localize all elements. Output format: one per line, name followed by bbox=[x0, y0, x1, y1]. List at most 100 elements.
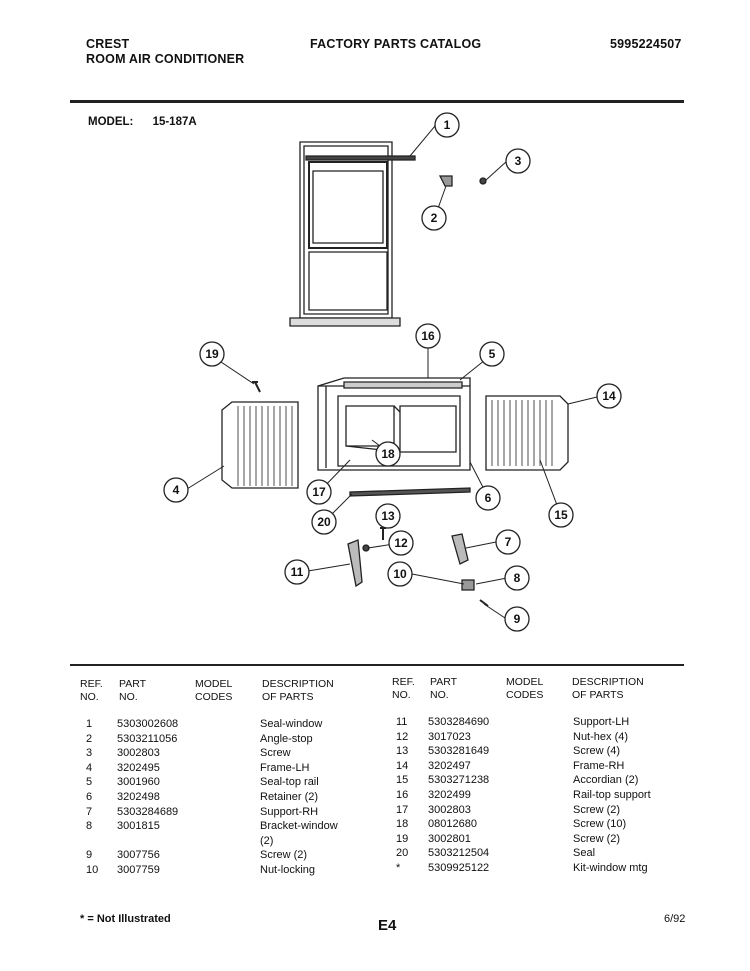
cabinet-illustration bbox=[317, 377, 471, 471]
description-column: Seal-window Angle-stop Screw Frame-LH Se… bbox=[260, 717, 338, 878]
callout-20 bbox=[311, 509, 337, 535]
callout-label: 6 bbox=[485, 491, 492, 505]
table-cell bbox=[86, 834, 106, 849]
callout-17 bbox=[306, 479, 332, 505]
table-cell: 2 bbox=[86, 732, 93, 745]
table-cell: Bracket-window bbox=[260, 820, 338, 833]
table-cell: 13 bbox=[396, 745, 409, 758]
table-cell: 14 bbox=[396, 759, 409, 772]
table-cell: 19 bbox=[396, 832, 409, 845]
callout-3 bbox=[505, 148, 531, 174]
table-cell: Support-LH bbox=[573, 716, 630, 728]
table-cell: Frame-LH bbox=[260, 761, 310, 774]
table-cell: 3 bbox=[86, 747, 93, 760]
callout-12 bbox=[388, 530, 414, 556]
callout-label: 12 bbox=[394, 536, 408, 550]
table-cell: Seal-top rail bbox=[260, 776, 319, 789]
description-column: Support-LH Nut-hex (4) Screw (4) Frame-R… bbox=[573, 715, 651, 876]
callout-16 bbox=[415, 323, 441, 349]
table-cell: 3202498 bbox=[117, 790, 160, 803]
table-cell: 15 bbox=[396, 774, 409, 787]
header-brand-block: CREST ROOM AIR CONDITIONER bbox=[86, 37, 244, 67]
table-cell: 17 bbox=[396, 803, 409, 816]
table-cell: Support-RH bbox=[260, 805, 319, 818]
callout-label: 7 bbox=[505, 535, 512, 549]
callout-label: 4 bbox=[173, 483, 180, 497]
table-cell: (2) bbox=[260, 834, 274, 847]
callout-label: 8 bbox=[514, 571, 521, 585]
model-label: MODEL: bbox=[88, 116, 134, 128]
table-cell: 1 bbox=[86, 718, 93, 730]
table-cell: Seal bbox=[573, 847, 596, 860]
callout-19 bbox=[199, 341, 225, 367]
callout-label: 16 bbox=[421, 329, 435, 343]
table-cell: 5303284690 bbox=[428, 716, 490, 728]
table-cell: 10 bbox=[86, 863, 99, 876]
header-divider bbox=[70, 100, 684, 103]
callout-9 bbox=[504, 606, 530, 632]
model-number: 15-187A bbox=[152, 116, 197, 128]
table-cell: 5303284689 bbox=[117, 805, 179, 818]
exploded-parts-diagram: 1 2 3 4 5 6 7 8 9 10 11 12 13 14 15 16 1… bbox=[163, 112, 622, 632]
callout-1 bbox=[434, 112, 460, 138]
table-cell: 3202495 bbox=[117, 761, 160, 774]
table-cell: 5303271238 bbox=[428, 774, 490, 787]
table-cell: 11 bbox=[396, 716, 408, 728]
table-cell: 3202497 bbox=[428, 759, 471, 772]
table-cell: Screw bbox=[260, 747, 291, 760]
table-cell: Retainer (2) bbox=[260, 790, 319, 803]
callout-11 bbox=[284, 559, 310, 585]
part-column: 5303002608 5303211056 3002803 3202495 30… bbox=[117, 717, 178, 878]
table-cell: 20 bbox=[396, 847, 409, 860]
table-cell: Nut-locking bbox=[260, 863, 316, 876]
table-cell: 5303281649 bbox=[428, 745, 490, 758]
table-cell: 5303212504 bbox=[428, 847, 490, 860]
table-cell: 5303211056 bbox=[117, 732, 178, 745]
table-cell: 3002801 bbox=[428, 832, 471, 845]
callout-label: 1 bbox=[444, 118, 451, 132]
table-cell: 5309925122 bbox=[428, 861, 490, 874]
callout-label: 9 bbox=[514, 612, 521, 626]
callout-5 bbox=[479, 341, 505, 367]
table-cell: 3007759 bbox=[117, 863, 160, 876]
header-ref: REF.NO. bbox=[80, 678, 103, 703]
product-name: ROOM AIR CONDITIONER bbox=[86, 52, 245, 66]
callout-label: 20 bbox=[317, 515, 331, 529]
callout-label: 11 bbox=[291, 565, 304, 579]
table-cell: Screw (2) bbox=[260, 849, 308, 862]
catalog-title: FACTORY PARTS CATALOG bbox=[310, 37, 482, 51]
callout-label: 15 bbox=[554, 508, 568, 522]
part-column: 5303284690 3017023 5303281649 3202497 53… bbox=[428, 715, 489, 876]
page-number: E4 bbox=[378, 917, 397, 934]
callout-label: 5 bbox=[489, 347, 496, 361]
callout-13 bbox=[375, 503, 401, 529]
table-cell: 16 bbox=[396, 788, 409, 801]
table-cell: Screw (2) bbox=[573, 832, 621, 845]
table-cell: 08012680 bbox=[428, 818, 477, 831]
table-cell: 3007756 bbox=[117, 849, 160, 862]
callout-label: 17 bbox=[312, 485, 326, 499]
table-cell: 5 bbox=[86, 776, 93, 789]
ref-column: 1 2 3 4 5 6 7 8 9 10 bbox=[86, 717, 106, 878]
table-cell: 9 bbox=[86, 849, 93, 862]
callout-label: 3 bbox=[515, 154, 522, 168]
callout-label: 19 bbox=[205, 347, 219, 361]
right-frame-illustration bbox=[485, 395, 569, 471]
callout-15 bbox=[548, 502, 574, 528]
table-cell: 3002803 bbox=[428, 803, 471, 816]
callout-2 bbox=[421, 205, 447, 231]
table-cell: 6 bbox=[86, 790, 93, 803]
table-cell: 3202499 bbox=[428, 788, 471, 801]
table-cell: 18 bbox=[396, 818, 409, 831]
table-cell: Angle-stop bbox=[260, 732, 313, 745]
callout-7 bbox=[495, 529, 521, 555]
table-cell: Nut-hex (4) bbox=[573, 730, 629, 743]
callout-14 bbox=[596, 383, 622, 409]
window-illustration bbox=[289, 141, 416, 327]
table-cell: 3001815 bbox=[117, 820, 160, 833]
callout-4 bbox=[163, 477, 189, 503]
